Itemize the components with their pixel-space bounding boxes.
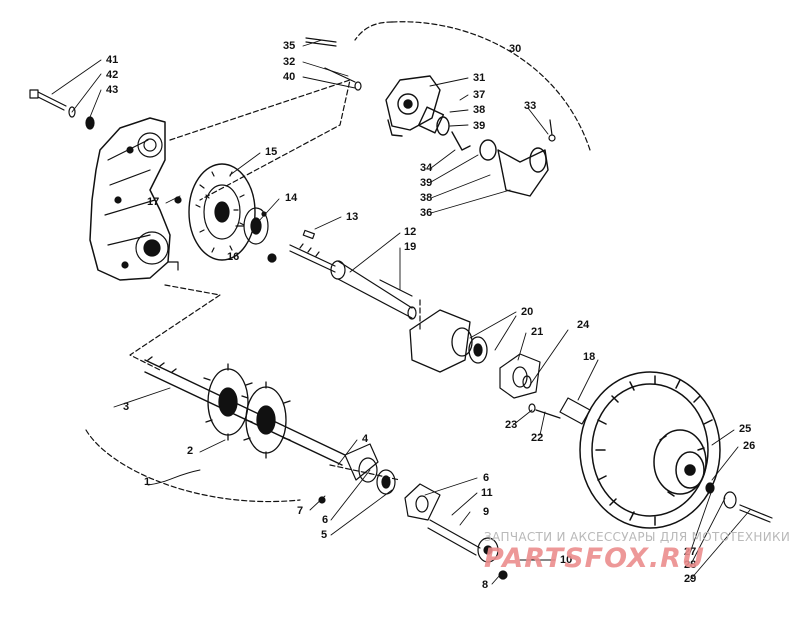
callout-11: 11 [481, 487, 493, 499]
callout-15: 15 [265, 146, 278, 158]
callout-4: 4 [362, 433, 369, 445]
flange-6 [404, 483, 441, 521]
bolt-29 [739, 504, 773, 523]
callout-3: 3 [123, 401, 130, 413]
nut-8 [498, 570, 508, 580]
callout-31: 31 [473, 72, 486, 84]
callout-33: 33 [524, 100, 537, 112]
callout-25: 25 [739, 423, 752, 435]
callout-26: 26 [743, 440, 756, 452]
callout-2: 2 [187, 445, 194, 457]
drive-axle [144, 356, 346, 466]
driven-clutch [579, 371, 721, 529]
brake-disc [188, 163, 256, 261]
callout-13: 13 [346, 211, 359, 223]
callout-8: 8 [482, 579, 489, 591]
callout-39a: 39 [473, 120, 486, 132]
callout-24: 24 [577, 319, 590, 331]
watermark-logo: PARTSFOX.RU [484, 543, 705, 574]
key-13 [302, 229, 315, 240]
callout-23: 23 [505, 419, 518, 431]
bushing-26 [705, 482, 715, 494]
callout-18: 18 [583, 351, 596, 363]
washer-23-bolt-22 [528, 403, 561, 419]
bolt-32-40 [324, 67, 362, 91]
callout-38a: 38 [473, 104, 486, 116]
callout-32: 32 [283, 56, 296, 68]
spacer-24 [522, 375, 532, 389]
callout-40: 40 [283, 71, 296, 83]
callout-6a: 6 [483, 472, 490, 484]
callout-36: 36 [420, 207, 433, 219]
callout-37: 37 [473, 89, 486, 101]
callout-9: 9 [483, 506, 490, 518]
nut-16 [267, 253, 277, 263]
callout-41: 41 [106, 54, 119, 66]
callout-22: 22 [531, 432, 544, 444]
flange-21 [499, 353, 541, 399]
bearing-plate [409, 309, 488, 373]
chaincase-housing [89, 117, 182, 281]
callout-35: 35 [283, 40, 296, 52]
callout-38b: 38 [420, 192, 433, 204]
callout-27: 27 [684, 546, 697, 558]
callout-1: 1 [144, 476, 151, 488]
bolt-7 [318, 496, 326, 504]
callout-5: 5 [321, 529, 328, 541]
brake-hub [235, 207, 269, 245]
callout-16: 16 [227, 251, 240, 263]
callout-14: 14 [285, 192, 298, 204]
pin-35 [305, 37, 337, 47]
callout-7: 7 [297, 505, 304, 517]
callout-6b: 6 [322, 514, 329, 526]
callout-30: 30 [509, 43, 522, 55]
spacer-18 [559, 397, 591, 425]
callout-20: 20 [521, 306, 534, 318]
watermark-text: ЗАПЧАСТИ И АКСЕССУАРЫ ДЛЯ МОТОТЕХНИКИ [484, 530, 791, 544]
bearing-group-5 [344, 443, 396, 495]
sprocket-2 [203, 363, 291, 459]
callout-43: 43 [106, 84, 119, 96]
callout-10: 10 [560, 554, 573, 566]
callout-21: 21 [531, 326, 544, 338]
bolt-41 [29, 89, 67, 111]
callout-19: 19 [404, 241, 417, 253]
callout-29: 29 [684, 573, 697, 585]
callout-39b: 39 [420, 177, 433, 189]
jackshaft [289, 243, 417, 320]
fitting-33 [548, 119, 556, 142]
washer-28 [723, 491, 737, 509]
callout-12: 12 [404, 226, 417, 238]
leader-lines [51, 39, 751, 585]
pin-19 [379, 279, 413, 297]
washer-43 [85, 116, 95, 130]
callout-17: 17 [147, 196, 160, 208]
callout-42: 42 [106, 69, 119, 81]
washer-42 [68, 106, 76, 118]
caliper-assembly [385, 75, 549, 197]
callout-34: 34 [420, 162, 433, 174]
callout-28: 28 [684, 559, 697, 571]
shaft-10 [427, 519, 499, 563]
